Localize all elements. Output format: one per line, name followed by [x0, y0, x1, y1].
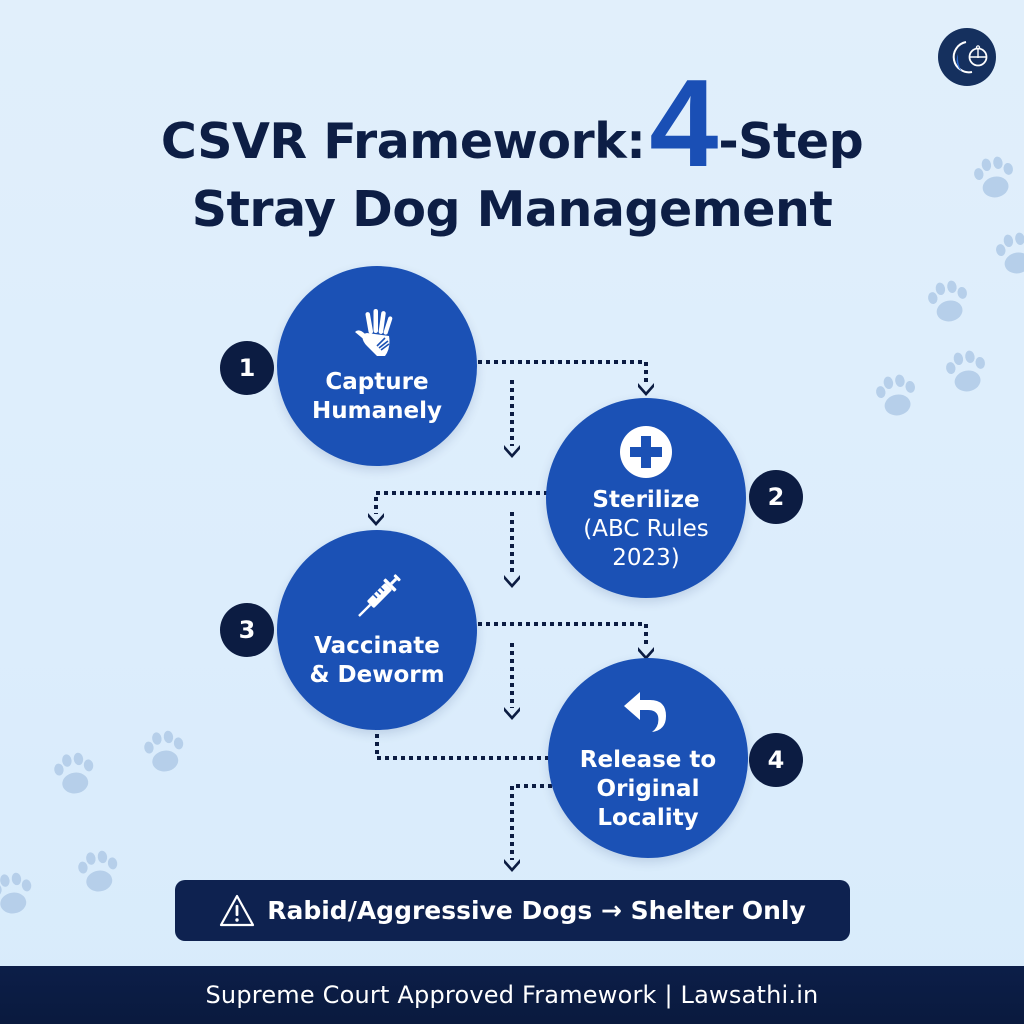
step-title: Sterilize: [592, 486, 700, 513]
footer-text: Supreme Court Approved Framework | Lawsa…: [205, 981, 819, 1009]
helping-hand-icon: [349, 306, 405, 362]
step-title: Humanely: [312, 398, 442, 424]
step-subtitle: 2023): [612, 544, 680, 571]
step-title: Release to: [579, 746, 717, 773]
arrow-head-icon: [504, 445, 520, 458]
connector-3-4-lower: [375, 726, 548, 760]
page-title: CSVR Framework:4-Step Stray Dog Manageme…: [0, 55, 1024, 244]
paw-print-icon: [69, 843, 128, 902]
arrow-head-icon: [504, 707, 520, 720]
paw-print-icon: [918, 272, 978, 332]
connector-2-3: [374, 491, 548, 514]
step-title: Locality: [597, 804, 699, 831]
title-prefix: CSVR Framework:: [160, 113, 646, 170]
medical-cross-icon: [618, 424, 674, 480]
step-1-capture[interactable]: Capture Humanely: [277, 266, 477, 466]
title-line-2: Stray Dog Management: [191, 181, 833, 238]
brand-logo[interactable]: [938, 28, 996, 86]
paw-print-icon: [135, 723, 194, 782]
arrow-head-icon: [638, 383, 654, 396]
title-line-1: CSVR Framework:4-Step: [160, 55, 864, 193]
step-title: Vaccinate: [314, 633, 440, 659]
step-2-sterilize[interactable]: Sterilize (ABC Rules 2023): [546, 398, 746, 598]
connector-1-2: [478, 360, 648, 384]
return-arrow-icon: [620, 684, 676, 740]
step-subtitle: (ABC Rules: [583, 515, 709, 542]
connector-3-4: [478, 622, 648, 648]
warning-text: Rabid/Aggressive Dogs → Shelter Only: [267, 896, 806, 925]
step-4-release[interactable]: Release to Original Locality: [548, 658, 748, 858]
step-title: & Deworm: [309, 662, 445, 688]
paw-print-icon: [0, 865, 41, 924]
title-suffix: -Step: [718, 113, 864, 170]
warning-banner: Rabid/Aggressive Dogs → Shelter Only: [175, 880, 850, 941]
step-number-badge: 1: [220, 341, 274, 395]
footer-bar: Supreme Court Approved Framework | Lawsa…: [0, 966, 1024, 1024]
paw-print-icon: [986, 224, 1024, 284]
legal-scales-logo-icon: [952, 41, 988, 74]
step-number-badge: 2: [749, 470, 803, 524]
step-number-badge: 4: [749, 733, 803, 787]
arrow-head-icon: [368, 513, 384, 526]
arrow-head-icon: [504, 859, 520, 872]
arrow-head-icon: [504, 575, 520, 588]
warning-triangle-icon: [219, 894, 255, 928]
connector-4-warning: [510, 784, 552, 860]
step-title: Capture: [325, 369, 429, 395]
paw-print-icon: [936, 342, 996, 402]
paw-print-icon: [45, 745, 104, 804]
step-3-vaccinate[interactable]: Vaccinate & Deworm: [277, 530, 477, 730]
paw-print-icon: [964, 148, 1024, 208]
syringe-icon: [349, 570, 405, 626]
step-title: Original: [596, 775, 700, 802]
paw-print-icon: [866, 366, 926, 426]
step-number-badge: 3: [220, 603, 274, 657]
